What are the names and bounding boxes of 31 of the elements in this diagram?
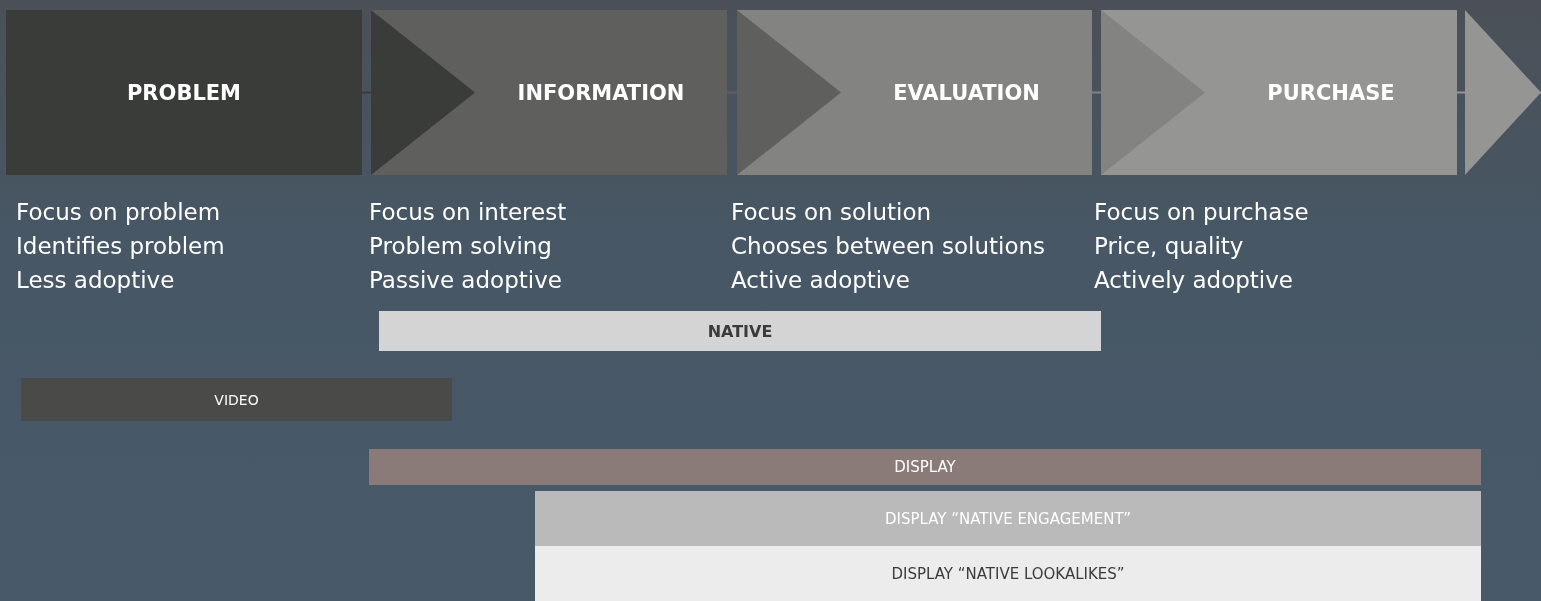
chevron-arrow	[726, 10, 841, 175]
channel-label: VIDEO	[214, 391, 259, 408]
stage-title: PROBLEM	[126, 80, 241, 105]
stage-description: Chooses between solutions	[731, 232, 1046, 261]
stage-description: Price, quality	[1094, 232, 1245, 261]
stage-title: PURCHASE	[1267, 80, 1395, 105]
channel-bar	[535, 546, 1481, 601]
channel-bar	[21, 378, 452, 421]
stage-description: Identifies problem	[16, 232, 225, 261]
channel-label: NATIVE	[707, 321, 773, 341]
stage-description: Problem solving	[369, 232, 553, 261]
stage-description: Focus on interest	[369, 198, 567, 227]
chevron-arrow	[361, 10, 475, 175]
chevron-arrow	[1091, 10, 1205, 175]
stage-description: Passive adoptive	[369, 266, 563, 295]
stage-box	[6, 10, 362, 175]
stage-description: Active adoptive	[731, 266, 911, 295]
stage-description: Focus on solution	[731, 198, 933, 227]
channel-bar	[379, 311, 1101, 351]
stage-title: EVALUATION	[893, 80, 1040, 105]
chevron-arrow	[1456, 10, 1541, 175]
channel-bar	[369, 449, 1481, 485]
stage-description: Focus on problem	[16, 198, 222, 227]
stage-description: Focus on purchase	[1094, 198, 1309, 227]
channel-bar	[535, 491, 1481, 546]
channel-label: DISPLAY “NATIVE ENGAGEMENT”	[884, 509, 1132, 528]
stage-description: Actively adoptive	[1094, 266, 1294, 295]
channel-label: DISPLAY “NATIVE LOOKALIKES”	[891, 564, 1125, 583]
channel-label: DISPLAY	[894, 458, 956, 476]
stage-title: INFORMATION	[517, 80, 685, 105]
stage-description: Less adoptive	[16, 266, 176, 295]
